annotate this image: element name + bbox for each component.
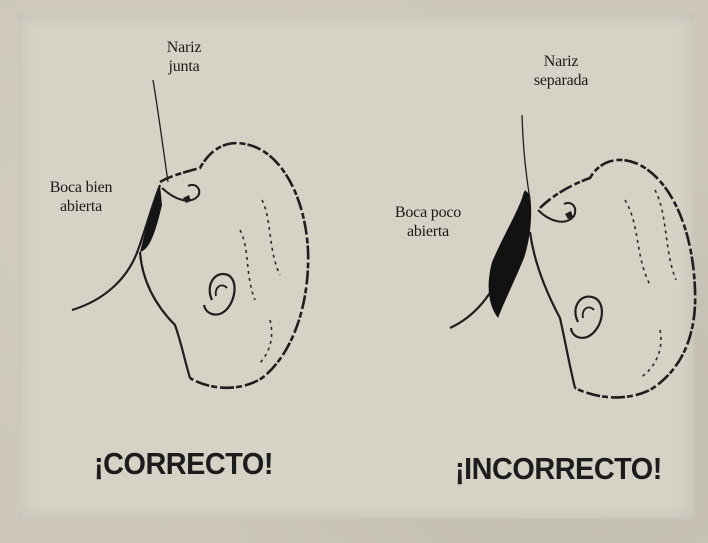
baby-ear-right — [571, 297, 602, 338]
hair-stipple-right — [625, 190, 676, 378]
nose-pointer-right — [522, 115, 530, 200]
nose-pointer-left — [153, 80, 168, 182]
mouth-label-correct-line2: abierta — [28, 197, 134, 216]
incorrect-latch-drawing — [450, 115, 695, 397]
nose-label-incorrect: Nariz separada — [515, 52, 607, 90]
baby-chin-right — [530, 232, 575, 388]
nose-label-correct-line1: Nariz — [148, 38, 220, 57]
mouth-label-incorrect: Boca poco abierta — [378, 203, 478, 241]
nose-label-correct: Nariz junta — [148, 38, 220, 76]
baby-head-right — [540, 160, 695, 397]
nose-label-incorrect-line1: Nariz — [515, 52, 607, 71]
baby-chin-left — [140, 252, 190, 378]
baby-ear-left — [204, 274, 235, 315]
nose-label-incorrect-line2: separada — [515, 71, 607, 90]
mouth-label-incorrect-line1: Boca poco — [378, 203, 478, 222]
mouth-label-correct-line1: Boca bien — [28, 178, 134, 197]
verdict-correct: ¡CORRECTO! — [94, 446, 273, 482]
nose-label-correct-line2: junta — [148, 57, 220, 76]
baby-face-left — [162, 185, 199, 201]
breast-fill-right — [489, 190, 532, 318]
breast-fill-left — [140, 185, 162, 252]
verdict-incorrect: ¡INCORRECTO! — [455, 451, 662, 487]
hair-stipple-left — [240, 200, 280, 365]
baby-ear-inner-left — [216, 285, 227, 296]
baby-ear-inner-right — [583, 307, 594, 318]
mouth-label-incorrect-line2: abierta — [378, 222, 478, 241]
mouth-label-correct: Boca bien abierta — [28, 178, 134, 216]
baby-eye-left — [183, 195, 191, 203]
correct-latch-drawing — [72, 80, 308, 388]
